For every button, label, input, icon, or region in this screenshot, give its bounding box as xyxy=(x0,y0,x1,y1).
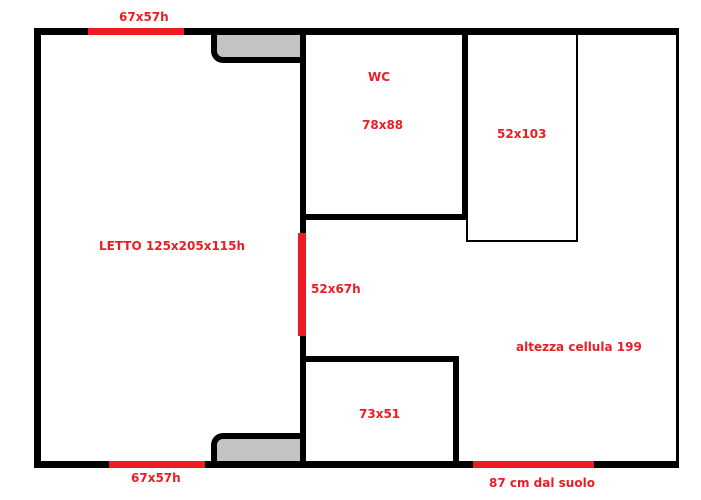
cell-height-label: altezza cellula 199 xyxy=(516,340,642,354)
window-top-label: 67x57h xyxy=(119,10,169,24)
outer-wall-top xyxy=(34,28,679,35)
wc-size-label: 78x88 xyxy=(362,118,404,132)
window-right-bottom-label: 87 cm dal suolo xyxy=(489,476,595,490)
fixture-bottom-grey xyxy=(211,433,301,461)
window-bottom-left xyxy=(109,461,205,468)
wc-wall-right xyxy=(462,28,468,220)
bed-label: LETTO 125x205x115h xyxy=(99,239,246,253)
partition-vertical-upper xyxy=(300,28,306,234)
outer-wall-left xyxy=(34,28,41,468)
window-bottom-label: 67x57h xyxy=(131,471,181,485)
window-top xyxy=(88,28,184,35)
wc-wall-bottom xyxy=(300,214,467,220)
window-door-52x67 xyxy=(298,233,306,336)
partition-vertical-lower xyxy=(300,336,306,468)
small-box-label: 73x51 xyxy=(359,407,401,421)
small-box-wall-right xyxy=(453,356,459,468)
wc-title-label: WC xyxy=(368,70,391,84)
outer-wall-right xyxy=(676,28,679,468)
small-box-wall-top xyxy=(300,356,459,362)
cabinet-52x103 xyxy=(466,35,578,242)
window-bottom-right xyxy=(473,461,594,468)
window-door-label: 52x67h xyxy=(311,282,361,296)
fixture-top-grey xyxy=(211,35,301,63)
outer-wall-bottom xyxy=(34,461,679,468)
cabinet-size-label: 52x103 xyxy=(497,127,547,141)
